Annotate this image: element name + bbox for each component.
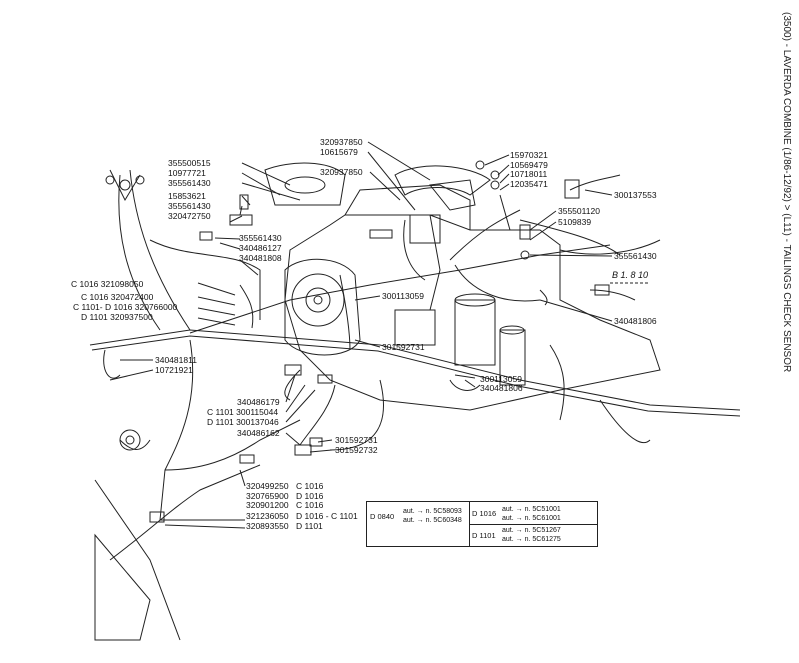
- part-label: D 1101 320937500: [81, 312, 153, 322]
- part-label: C 1016 321098050: [71, 279, 144, 289]
- bracket: [429, 179, 476, 211]
- engine-block-outline: [284, 214, 661, 411]
- part-label: D 1101 300137046: [207, 417, 279, 427]
- part-label: 10977721: [168, 168, 206, 178]
- part-label: 301592731: [335, 435, 378, 445]
- table-model-right: D 1101: [472, 531, 496, 540]
- part-label: 355561430: [614, 251, 657, 261]
- part-label: 355500515: [168, 158, 211, 168]
- engine-top-plate: [344, 184, 471, 230]
- diagram-reference: B 1. 8 10: [612, 270, 649, 280]
- part-label: 340481811: [155, 355, 197, 365]
- part-label: 355501120: [558, 206, 600, 216]
- part-label: 300137553: [614, 190, 657, 200]
- table-row: aut. → n. 5C61275: [502, 536, 561, 543]
- exhaust-tube: [394, 165, 491, 196]
- part-label: 12035471: [510, 179, 548, 189]
- part-label: 10569479: [510, 160, 548, 170]
- model-tag: C 1016: [296, 500, 324, 510]
- part-label: 320472750: [168, 211, 211, 221]
- part-label: 320893550: [246, 521, 289, 531]
- table-row: aut. → n. 5C60348: [403, 517, 462, 524]
- part-label: 340481806: [480, 383, 523, 393]
- table-row: aut. → n. 5C61001: [502, 515, 561, 522]
- part-label: 320901200: [246, 500, 289, 510]
- part-label: 340481808: [239, 253, 282, 263]
- part-label: C 1101- D 1016 320766000: [73, 302, 178, 312]
- part-label: 320937850: [320, 167, 363, 177]
- model-tag: D 1016 - C 1101: [296, 511, 358, 521]
- model-tag: C 1016: [296, 481, 324, 491]
- part-label: 10615679: [320, 147, 358, 157]
- part-label: 300113059: [480, 374, 522, 384]
- relay-box: [409, 214, 441, 244]
- part-label: 355561430: [168, 178, 211, 188]
- model-tag: D 1016: [296, 491, 324, 501]
- part-label: 5109839: [558, 217, 592, 227]
- part-label: 321236050: [246, 511, 289, 521]
- part-label: 10721921: [155, 365, 193, 375]
- part-label: 340486179: [237, 397, 280, 407]
- page-side-title: (3500) - LAVERDA COMBINE (1/86-12/92) > …: [781, 12, 792, 373]
- part-label: 320937850: [320, 137, 363, 147]
- alternator-body: [284, 258, 361, 356]
- alternator-pulley: [291, 273, 345, 327]
- part-label: 15970321: [510, 150, 548, 160]
- part-label: 301592731: [382, 342, 425, 352]
- part-label: 15853621: [168, 191, 206, 201]
- part-label: 301592732: [335, 445, 378, 455]
- table-row: aut. → n. 5C51267: [502, 527, 561, 534]
- part-label: 355561430: [239, 233, 282, 243]
- table-row: aut. → n. 5C51001: [502, 506, 561, 513]
- table-model-left: D 0840: [370, 512, 395, 521]
- part-label: 10718011: [510, 169, 548, 179]
- part-label: 340486162: [237, 428, 280, 438]
- part-label: 320765900: [246, 491, 289, 501]
- part-label: C 1101 300115044: [207, 407, 279, 417]
- table-row: aut. → n. 5C58093: [403, 508, 462, 515]
- part-label: 320499250: [246, 481, 289, 491]
- part-label: 340481806: [614, 316, 657, 326]
- part-label: 340486127: [239, 243, 282, 253]
- filter-canister: [454, 299, 496, 366]
- harness-trunk: [89, 329, 741, 411]
- model-tag: D 1101: [296, 521, 323, 531]
- part-label: 355561430: [168, 201, 211, 211]
- part-label: 300113059: [382, 291, 424, 301]
- table-model-right: D 1016: [472, 509, 497, 518]
- part-label: C 1016 320472400: [81, 292, 154, 302]
- serial-applicability-table: D 0840 aut. → n. 5C58093 aut. → n. 5C603…: [366, 501, 598, 547]
